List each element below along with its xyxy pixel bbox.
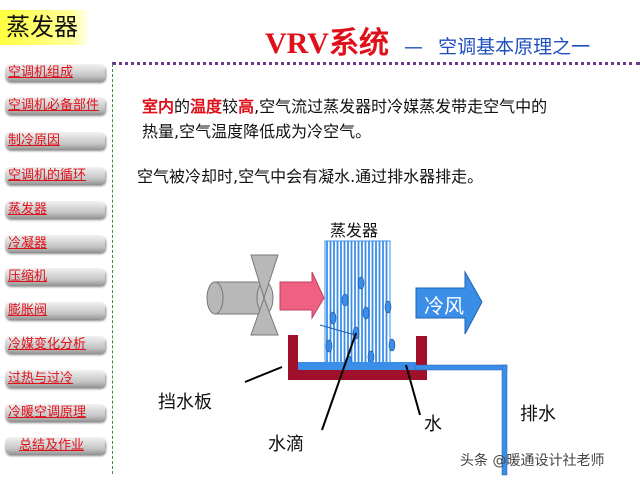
water-droplet [362, 306, 370, 320]
water-droplet [384, 300, 392, 314]
cold-air-arrow [415, 270, 483, 335]
watermark: 头条 @暖通设计社老师 [460, 453, 605, 469]
nav-button-3[interactable]: 制冷原因 [5, 132, 105, 149]
water-pointer [405, 364, 421, 416]
paragraph-line-2: 热量,空气温度降低成为冷空气。 [142, 122, 372, 141]
evaporator-label: 蒸发器 [330, 221, 379, 240]
fan-motor-icon [206, 281, 274, 315]
nav-button-12[interactable]: 总结及作业 [5, 437, 105, 454]
warm-air-arrow [279, 271, 325, 320]
drain-label: 排水 [520, 404, 556, 425]
text: 的 [174, 97, 191, 116]
nav-button-9[interactable]: 冷媒变化分析 [5, 336, 105, 353]
nav-button-11[interactable]: 冷暖空调原理 [5, 404, 105, 421]
baffle-label: 挡水板 [158, 392, 212, 413]
text: ,空气流过蒸发器时冷媒蒸发带走空气中的 [254, 97, 548, 116]
nav-button-7[interactable]: 压缩机 [5, 268, 105, 285]
evaporator-fins [324, 240, 391, 372]
section-title: 蒸发器 [0, 10, 90, 45]
paragraph-line-3: 空气被冷却时,空气中会有凝水.通过排水器排走。 [137, 167, 484, 186]
text-temperature: 温度 [190, 97, 223, 116]
drain-pipe [414, 364, 508, 476]
water-droplet [388, 338, 396, 352]
water-droplet [367, 350, 375, 364]
cold-air-label: 冷风 [424, 294, 464, 318]
nav-button-8[interactable]: 膨胀阀 [5, 302, 105, 319]
drain-pan [288, 335, 427, 380]
water-droplet [325, 339, 333, 353]
water-droplet [341, 293, 349, 307]
nav-button-2[interactable]: 空调机必备部件 [5, 97, 105, 114]
droplet-pointer [321, 332, 357, 431]
nav-button-10[interactable]: 过热与过冷 [5, 370, 105, 387]
title-main: VRV系统 [265, 27, 389, 60]
nav-button-4[interactable]: 空调机的循环 [5, 167, 105, 184]
water-label: 水 [424, 414, 442, 435]
title-dash: — [404, 36, 424, 58]
baffle-pointer [244, 366, 283, 383]
header-divider [112, 62, 640, 65]
page-title: VRV系统 — 空调基本原理之一 [265, 18, 590, 62]
paragraph-line-1: 室内的温度较高,空气流过蒸发器时冷媒蒸发带走空气中的 [142, 93, 547, 117]
sidebar-divider [112, 64, 113, 474]
fan-blade-icon [250, 254, 279, 336]
nav-button-5[interactable]: 蒸发器 [5, 201, 105, 218]
text-indoor: 室内 [142, 97, 175, 116]
water-droplet [329, 311, 337, 325]
text: 较 [222, 97, 239, 116]
nav-button-1[interactable]: 空调机组成 [5, 64, 105, 81]
droplet-pointer-thin [319, 324, 356, 336]
text-high: 高 [238, 97, 255, 116]
water-droplet [357, 276, 365, 290]
droplet-label: 水滴 [268, 434, 304, 455]
title-sub: 空调基本原理之一 [438, 36, 591, 58]
nav-button-6[interactable]: 冷凝器 [5, 235, 105, 252]
